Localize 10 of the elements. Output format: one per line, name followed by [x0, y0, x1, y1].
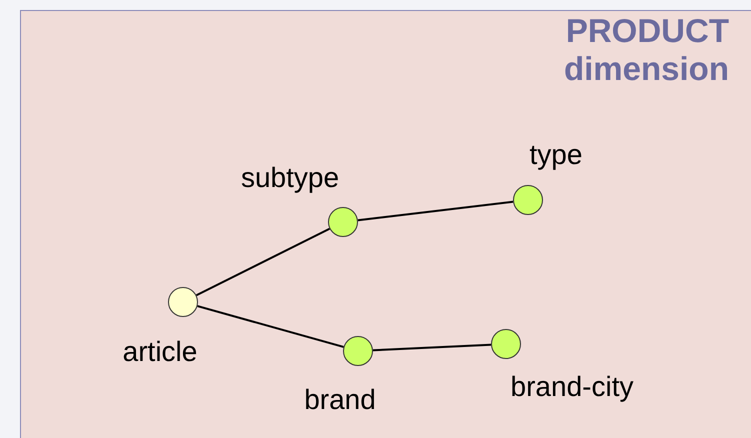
attribute-label: brand: [304, 384, 376, 416]
attribute-label: brand-city: [510, 371, 634, 403]
connector-line: [197, 305, 344, 348]
connector-line: [372, 344, 492, 352]
attribute-label: type: [530, 139, 582, 171]
connector-line: [196, 228, 330, 296]
attribute-label: subtype: [240, 162, 340, 194]
attribute-label: article: [122, 336, 198, 368]
connector-line: [358, 200, 514, 222]
title: PRODUCT dimension: [562, 12, 729, 88]
